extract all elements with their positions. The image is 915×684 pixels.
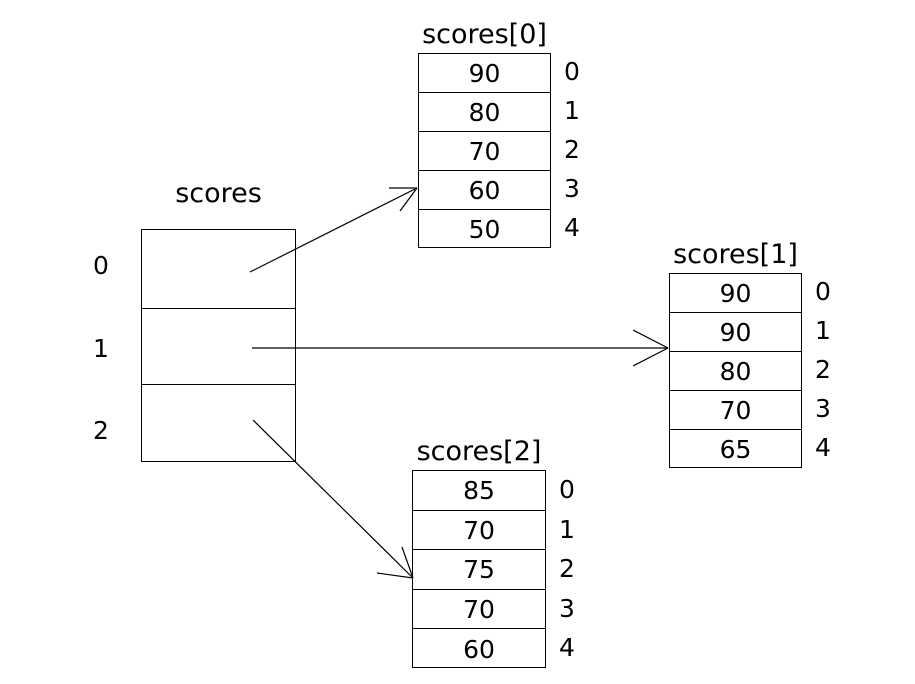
pointer-index-label-0: 0 — [93, 251, 109, 280]
pointer-index-label-1: 1 — [93, 334, 109, 363]
array-1-cell-4[interactable]: 65 — [719, 435, 752, 464]
array-2-index-label-1: 1 — [559, 515, 575, 544]
array-0-index-label-0: 0 — [564, 57, 580, 86]
arrow-pointer-1-to-scores1 — [252, 329, 669, 367]
array-0-index-label-1: 1 — [564, 96, 580, 125]
array-1-index-label-2: 2 — [815, 355, 831, 384]
pointer-index-label-2: 2 — [93, 416, 109, 445]
array-1-index-label-4: 4 — [815, 433, 831, 462]
array-1-cell-2[interactable]: 80 — [670, 352, 801, 391]
array-0-cell-2[interactable]: 70 — [419, 132, 550, 171]
array-0-index-label-2: 2 — [564, 135, 580, 164]
array-2-index-label-4: 4 — [559, 633, 575, 662]
array-0-title: scores[0] — [422, 19, 547, 50]
pointer-cell-2[interactable] — [142, 385, 295, 463]
array-1-cell-1[interactable]: 90 — [670, 313, 801, 352]
array-1-index-label-1: 1 — [815, 316, 831, 345]
array-0-cell-3[interactable]: 60 — [419, 171, 550, 210]
array-1-cell-0[interactable]: 90 — [670, 274, 801, 313]
array-2-cell-2[interactable]: 75 — [413, 550, 545, 590]
array-1-index-label-0: 0 — [815, 277, 831, 306]
pointer-cell-0[interactable] — [142, 230, 295, 309]
pointer-array-title: scores — [175, 178, 262, 209]
array-1-title: scores[1] — [673, 239, 798, 270]
array-0-box: 90 80 70 60 50 — [418, 53, 551, 248]
array-0-cell-1[interactable]: 80 — [419, 93, 550, 132]
array-0-index-label-3: 3 — [564, 174, 580, 203]
pointer-cell-1[interactable] — [142, 309, 295, 385]
pointer-array-box — [141, 229, 296, 462]
array-0-cell-4[interactable]: 50 — [468, 215, 501, 244]
array-1-box: 90 90 80 70 65 — [669, 273, 802, 468]
array-0-index-label-4: 4 — [564, 213, 580, 242]
array-2-cell-0[interactable]: 85 — [413, 471, 545, 511]
array-2-cell-1[interactable]: 70 — [413, 511, 545, 550]
array-2-index-label-3: 3 — [559, 594, 575, 623]
array-1-index-label-3: 3 — [815, 394, 831, 423]
array-2-cell-3[interactable]: 70 — [413, 590, 545, 629]
array-2-index-label-2: 2 — [559, 554, 575, 583]
array-0-cell-0[interactable]: 90 — [419, 54, 550, 93]
array-2-cell-4[interactable]: 60 — [463, 634, 495, 664]
array-2-index-label-0: 0 — [559, 475, 575, 504]
array-1-cell-3[interactable]: 70 — [670, 391, 801, 430]
array-2-box: 85 70 75 70 60 — [412, 470, 546, 668]
array-2-title: scores[2] — [416, 436, 542, 467]
